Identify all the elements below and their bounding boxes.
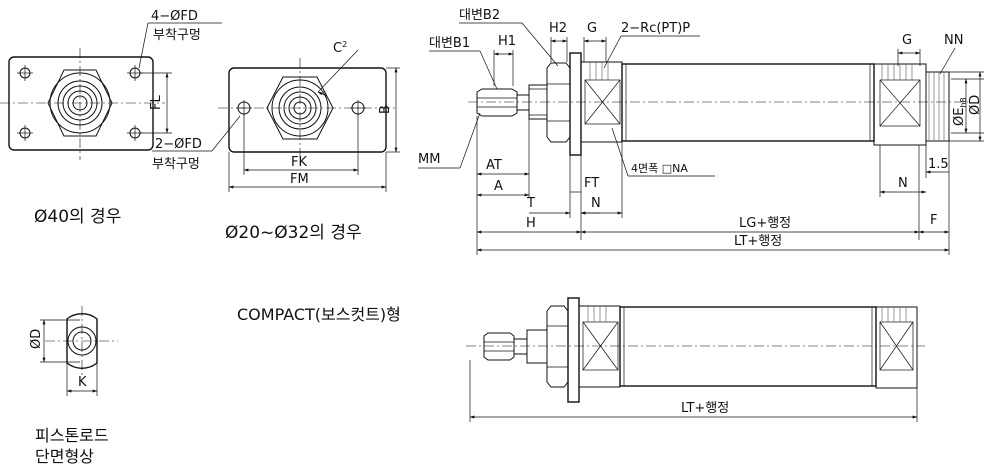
c2-label: C2 (333, 40, 347, 56)
h1-label: H1 (498, 34, 516, 49)
fd-bottom-label: 2−ØFD (155, 137, 202, 152)
compact-view: COMPACT(보스컷트)형 LT+행정 (237, 297, 925, 422)
g-right-label: G (902, 33, 912, 48)
case-40-caption: Ø40의 경우 (34, 207, 121, 227)
fm-label: FM (290, 172, 309, 187)
mm-label: MM (418, 152, 440, 167)
e-h8-label: ØEh8 (952, 97, 968, 126)
rod-title-1: 피스톤로드 (35, 426, 109, 445)
a-label: A (494, 179, 503, 194)
d-main-label: ØD (968, 95, 983, 115)
lt-compact-label: LT+행정 (681, 400, 729, 416)
n-right-label: N (898, 176, 908, 191)
lg-label: LG+행정 (739, 215, 791, 231)
flange-view-20-32: C2 B FK FM 2−ØFD 부착구멍 Ø20~Ø32의 경우 (152, 40, 400, 243)
one-five-label: 1.5 (928, 157, 949, 172)
t-label: T (526, 196, 535, 211)
ft-label: FT (584, 176, 599, 191)
lt-label: LT+행정 (734, 233, 782, 249)
at-label: AT (486, 158, 502, 173)
nn-label: NN (944, 33, 963, 48)
rod-title-2: 단면형상 (35, 447, 94, 464)
fd-top-label: 4−ØFD (151, 9, 198, 24)
cylinder-side-view: 대변B2 대변B1 H1 H2 G 2−Rc(PT)P G NN ØEh8 (418, 8, 984, 255)
h-label: H (526, 216, 536, 231)
b2-label: 대변B2 (459, 8, 500, 23)
k-label: K (78, 375, 87, 390)
n-left-label: N (591, 196, 601, 211)
g-left-label: G (587, 21, 597, 36)
case-20-32-caption: Ø20~Ø32의 경우 (225, 223, 362, 243)
d-rod-label: ØD (29, 329, 44, 349)
b-label: B (378, 105, 393, 114)
hole-bottom-label: 부착구멍 (152, 157, 200, 172)
fk-label: FK (291, 155, 307, 170)
compact-title: COMPACT(보스컷트)형 (237, 305, 401, 324)
hole-top-label: 부착구멍 (153, 28, 201, 43)
na-label: 4면폭 □NA (631, 162, 688, 175)
fl-label: FL (149, 95, 164, 110)
b1-label: 대변B1 (429, 36, 470, 51)
f-label: F (930, 213, 937, 228)
flange-view-40: FL 4−ØFD 부착구멍 Ø40의 경우 (0, 9, 222, 227)
port-label: 2−Rc(PT)P (621, 21, 690, 36)
rod-cross-section: ØD K 피스톤로드 단면형상 (29, 306, 118, 464)
h2-label: H2 (549, 21, 567, 36)
